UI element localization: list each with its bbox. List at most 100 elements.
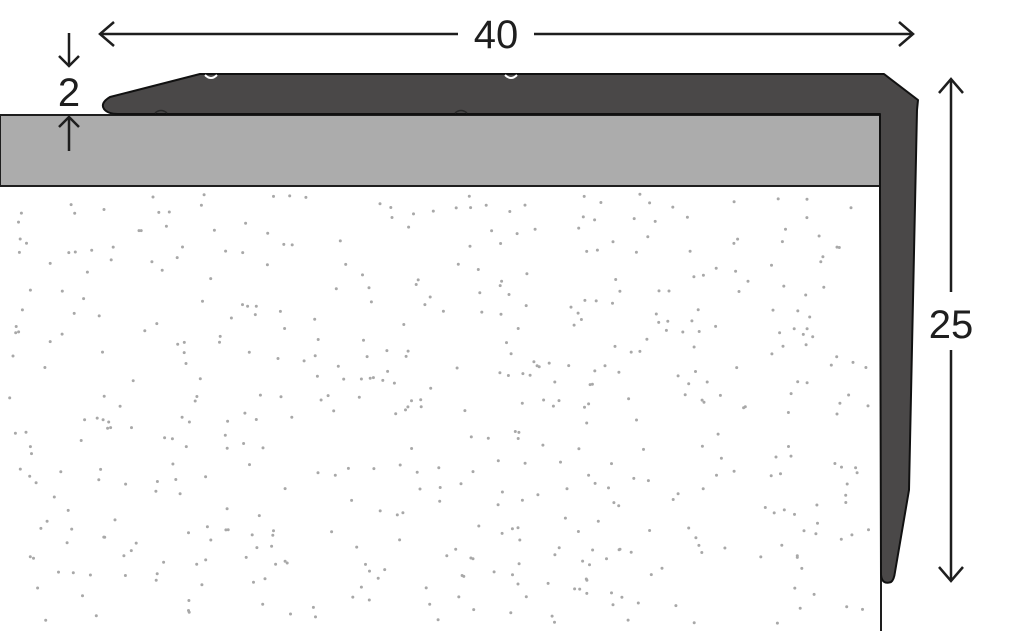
substrate-dot [805,327,809,331]
substrate-dot [389,206,393,209]
substrate-dot [163,436,167,440]
substrate-dot [398,538,402,542]
substrate-dot [44,618,48,622]
substrate-dot [500,531,504,535]
substrate-dot [205,525,209,529]
substrate-dot [39,526,43,530]
substrate-dot [700,551,704,554]
substrate-dot [32,556,35,560]
substrate-dot [28,445,32,449]
substrate-dot [687,526,691,530]
substrate-dot [241,303,244,307]
substrate-dot [456,262,460,266]
substrate-dot [184,445,188,449]
substrate-dot [819,260,823,264]
substrate-dot [553,620,556,624]
substrate-dot [782,508,786,512]
substrate-dot [603,364,607,368]
substrate-dot [431,209,435,213]
substrate-dot [390,216,394,219]
substrate-dot [419,398,423,402]
substrate-dot [437,466,441,470]
substrate-dot [632,217,636,221]
substrate-dot [467,194,471,198]
substrate-dot [515,232,519,236]
substrate-dot [241,251,245,255]
substrate-dot [816,521,819,525]
substrate-dot [638,192,642,196]
substrate-dot [660,566,664,570]
substrate-dot [480,310,484,314]
substrate-dot [101,350,104,354]
substrate-dot [732,241,736,245]
substrate-dot [229,316,233,320]
substrate-dot [131,379,135,383]
substrate-dot [581,559,585,563]
substrate-dot [109,258,113,262]
substrate-dot [732,469,736,473]
substrate-dot [28,555,32,559]
substrate-dot [599,201,603,204]
substrate-dot [106,426,110,430]
substrate-dot [332,409,336,413]
substrate-dot [48,340,52,344]
substrate-dot [73,250,77,254]
substrate-dot [523,461,527,465]
substrate-dot [164,224,168,228]
substrate-dot [288,194,292,198]
substrate-dot [97,314,101,318]
substrate-dot [282,242,286,246]
substrate-dot [254,304,258,308]
substrate-dot [572,323,576,327]
substrate-dot [246,304,250,308]
substrate-dot [587,473,591,477]
substrate-dot [563,516,567,520]
substrate-dot [79,439,83,442]
substrate-dot [378,202,382,206]
substrate-dot [557,546,561,550]
substrate-dot [423,303,427,307]
substrate-dot [486,436,490,440]
substrate-dot [160,268,164,272]
substrate-dot [401,511,405,515]
substrate-dot [535,364,539,368]
substrate-dot [541,443,545,447]
substrate-dot [184,362,188,365]
substrate-dot [578,587,582,591]
substrate-dot [553,380,557,384]
underside-groove [154,109,168,114]
substrate-dot [521,372,525,376]
substrate-dot [193,399,197,403]
substrate-dot [151,195,155,199]
substrate-dot [702,400,706,404]
substrate-dot [357,395,361,399]
substrate-dot [632,476,636,480]
substrate-dot [134,541,138,545]
substrate-dot [808,315,812,319]
substrate-dot [333,473,337,477]
substrate-dot [28,288,32,292]
substrate-dot [209,538,213,542]
substrate-dot [376,576,380,580]
substrate-dot [225,446,229,450]
substrate-dot [350,498,354,502]
substrate-dot [490,229,494,233]
substrate-dot [774,455,778,459]
substrate-dot [524,595,528,599]
substrate-dot [398,463,402,467]
substrate-dot [36,586,40,590]
substrate-dot [402,323,406,326]
substrate-dot [635,418,638,422]
substrate-dot [517,430,521,434]
substrate-dot [649,573,653,577]
substrate-dot [371,376,375,380]
substrate-dot [364,562,367,566]
substrate-dot [129,549,133,553]
width-arrow-left [98,21,115,47]
substrate-dot [204,475,208,479]
substrate-dot [130,426,133,430]
substrate-dot [428,602,432,606]
height-dimension: 25 [929,77,973,583]
substrate-dot [505,341,508,345]
substrate-dot [278,309,282,313]
